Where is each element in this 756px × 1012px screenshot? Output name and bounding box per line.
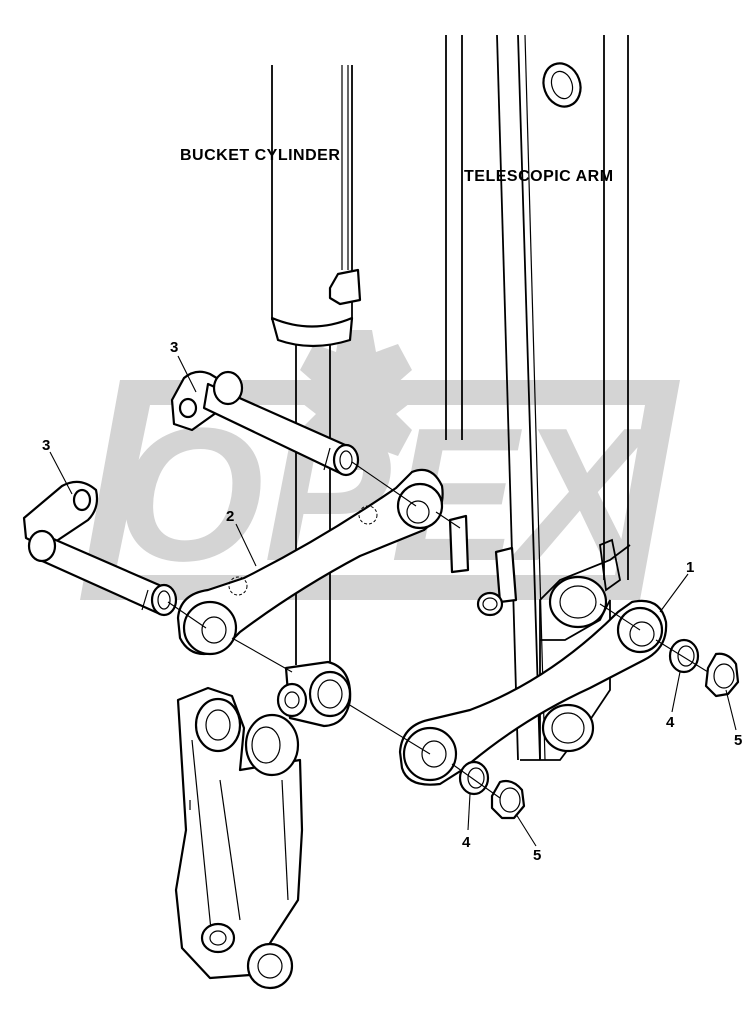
lower-link — [174, 686, 304, 990]
callout-4-right: 4 — [666, 714, 675, 731]
leader-3a — [177, 355, 197, 393]
link-2 — [176, 468, 444, 656]
telescopic-arm — [445, 34, 631, 761]
bucket-cylinder-label: BUCKET CYLINDER — [180, 147, 340, 164]
leader-5b — [515, 813, 537, 847]
callout-1: 1 — [686, 559, 694, 576]
leader-lines — [49, 355, 737, 847]
callout-3-lower: 3 — [42, 437, 50, 454]
callout-3-upper: 3 — [170, 339, 178, 356]
nut-left — [490, 779, 526, 820]
link-1 — [398, 599, 668, 786]
leader-3b — [49, 451, 73, 495]
watermark: OPEX — [80, 330, 680, 601]
washer-left — [458, 760, 490, 796]
leader-1 — [659, 573, 689, 613]
callout-5-right: 5 — [734, 732, 742, 749]
bucket-cylinder — [270, 65, 362, 728]
pin-upper — [170, 370, 360, 477]
pin-lower — [22, 480, 178, 617]
leader-2 — [235, 523, 257, 567]
leader-5a — [725, 689, 737, 731]
callout-4-left: 4 — [462, 834, 471, 851]
nut-right — [704, 652, 740, 698]
callout-5-left: 5 — [533, 847, 541, 864]
callout-2: 2 — [226, 508, 234, 525]
washer-right — [668, 638, 700, 674]
telescopic-arm-label: TELESCOPIC ARM — [464, 168, 614, 185]
leader-4b — [467, 793, 471, 831]
leader-4a — [671, 671, 681, 713]
center-lines — [167, 461, 709, 799]
